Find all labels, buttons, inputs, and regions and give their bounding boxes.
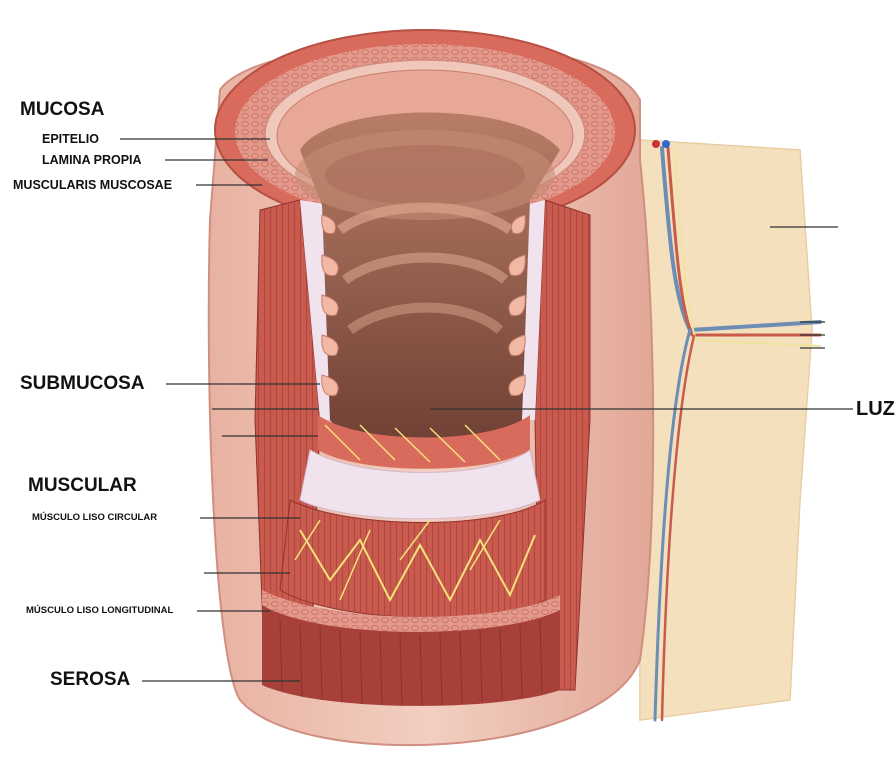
label-mucosa: MUCOSA [20, 100, 104, 119]
label-musculo-longitudinal: MÚSCULO LISO LONGITUDINAL [26, 606, 173, 616]
label-serosa: SEROSA [50, 670, 130, 689]
label-submucosa: SUBMUCOSA [20, 374, 145, 393]
label-lamina-propia: LAMINA PROPIA [42, 154, 142, 167]
label-musculo-circular: MÚSCULO LISO CIRCULAR [32, 513, 157, 523]
label-luz: LUZ [856, 399, 895, 419]
label-muscularis-mucosae: MUSCULARIS MUSCOSAE [13, 179, 172, 192]
label-epitelio: EPITELIO [42, 133, 99, 146]
lumen [295, 113, 560, 451]
label-muscular: MUSCULAR [28, 476, 137, 495]
